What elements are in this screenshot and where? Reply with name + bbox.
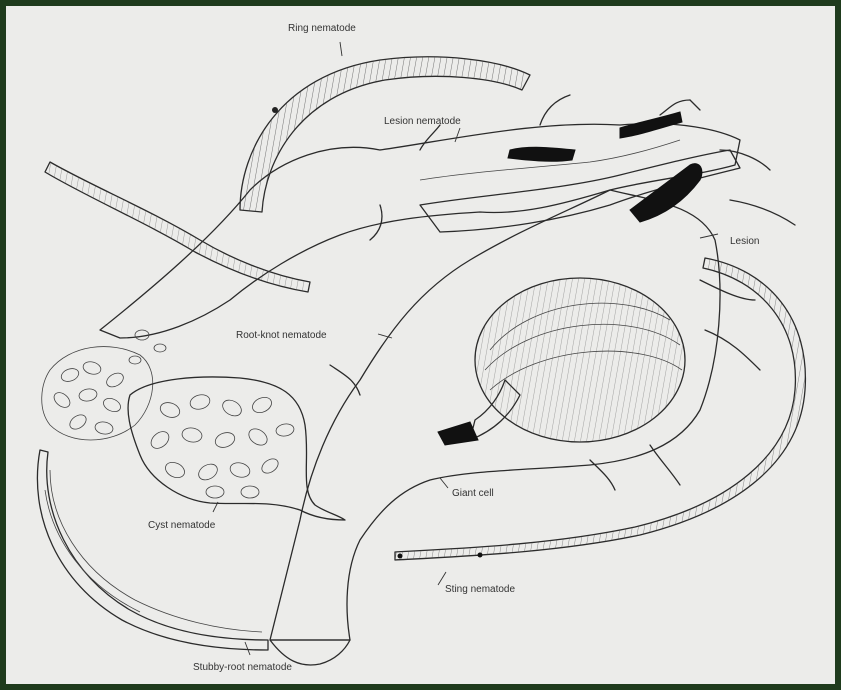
label-root-knot-nematode: Root-knot nematode xyxy=(236,330,327,341)
label-lesion: Lesion xyxy=(730,236,759,247)
label-sting-nematode: Sting nematode xyxy=(445,584,515,595)
label-stubby-root-nematode: Stubby-root nematode xyxy=(193,662,292,673)
label-lesion-nematode: Lesion nematode xyxy=(384,116,461,127)
label-cyst-nematode: Cyst nematode xyxy=(148,520,216,531)
label-giant-cell: Giant cell xyxy=(452,488,494,499)
label-ring-nematode: Ring nematode xyxy=(288,23,356,34)
paper-background xyxy=(6,6,835,684)
